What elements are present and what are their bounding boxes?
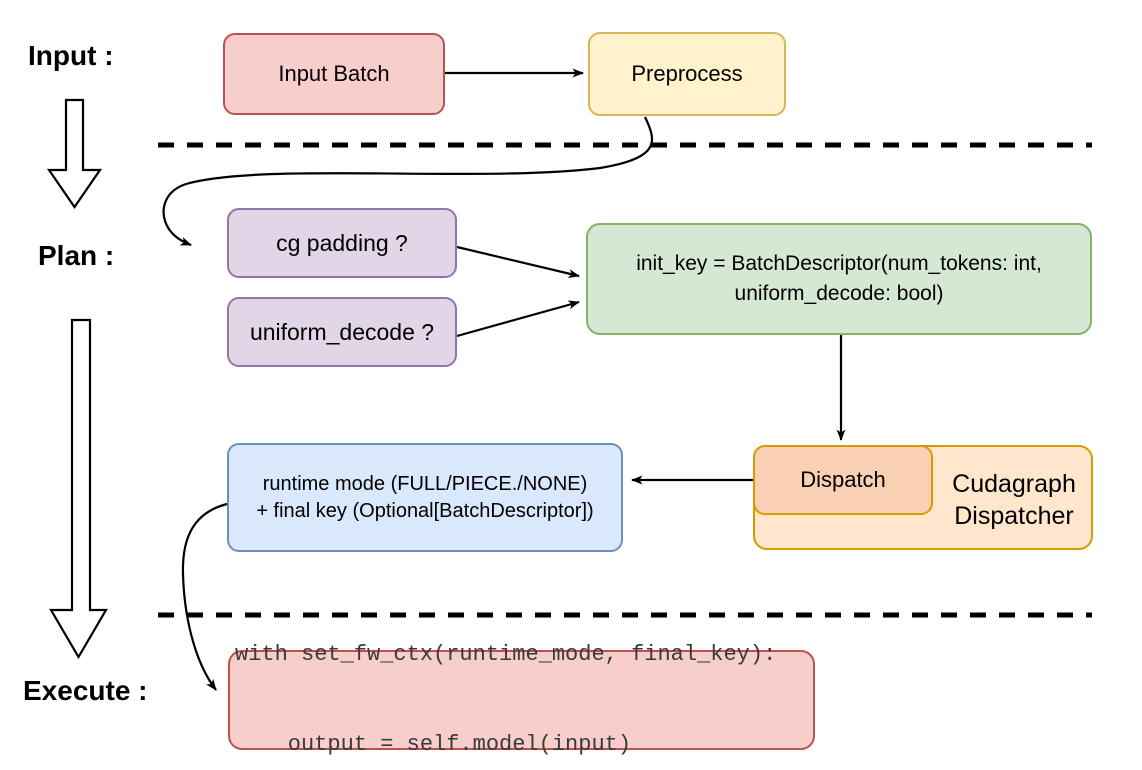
node-cg-padding-label: cg padding ? (276, 229, 408, 256)
node-runtime-mode-line2: + final key (Optional[BatchDescriptor]) (256, 499, 594, 522)
edge-uniform-decode-to-init-key (456, 300, 580, 338)
node-dispatch: Dispatch (753, 445, 933, 515)
stage-label-input: Input : (28, 40, 114, 71)
node-preprocess: Preprocess (588, 32, 786, 116)
node-cg-padding: cg padding ? (227, 208, 457, 278)
execute-code-line2: output = self.model(input) (235, 732, 632, 757)
node-init-key: init_key = BatchDescriptor(num_tokens: i… (586, 223, 1092, 335)
node-runtime-mode: runtime mode (FULL/PIECE./NONE) + final … (227, 443, 623, 552)
node-runtime-mode-line1: runtime mode (FULL/PIECE./NONE) (262, 472, 588, 495)
node-uniform-decode: uniform_decode ? (227, 297, 457, 367)
stage-label-plan: Plan : (38, 240, 115, 271)
node-init-key-line2: uniform_decode: bool) (734, 282, 944, 305)
stage-arrow-input-to-plan-icon (46, 98, 103, 209)
stage-label-execute: Execute : (23, 675, 148, 706)
cudagraph-title-line1: Cudagraph (952, 469, 1076, 498)
node-preprocess-label: Preprocess (631, 61, 743, 86)
node-dispatch-label: Dispatch (800, 467, 886, 492)
node-uniform-decode-label: uniform_decode ? (249, 318, 435, 345)
edge-cg-padding-to-init-key (456, 245, 580, 278)
cudagraph-title-line2: Dispatcher (954, 501, 1074, 530)
edge-runtime-mode-to-execute-code (181, 502, 228, 691)
cudagraph-dispatcher-title: Cudagraph Dispatcher (935, 447, 1093, 552)
node-init-key-line1: init_key = BatchDescriptor(num_tokens: i… (636, 252, 1042, 275)
execute-code-line1: with set_fw_ctx(runtime_mode, final_key)… (235, 642, 777, 667)
node-input-batch-label: Input Batch (278, 61, 390, 86)
node-execute-code: with set_fw_ctx(runtime_mode, final_key)… (228, 642, 815, 757)
node-input-batch: Input Batch (223, 33, 445, 115)
stage-arrow-plan-to-execute-icon (49, 318, 108, 660)
